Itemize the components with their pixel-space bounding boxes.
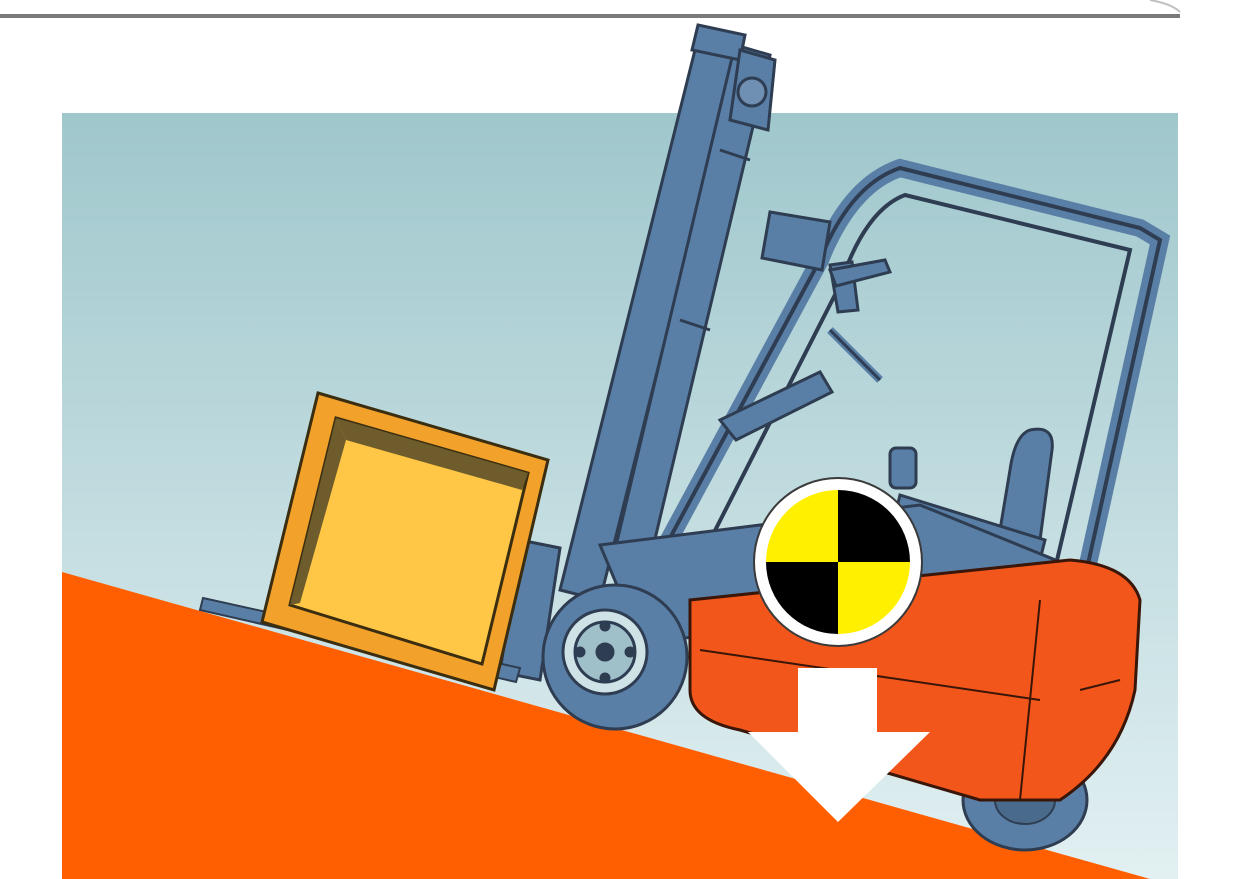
corner-mark (1150, 0, 1180, 12)
center-of-gravity-icon (754, 478, 922, 646)
front-wheel (543, 585, 687, 729)
top-rule (0, 14, 1180, 18)
